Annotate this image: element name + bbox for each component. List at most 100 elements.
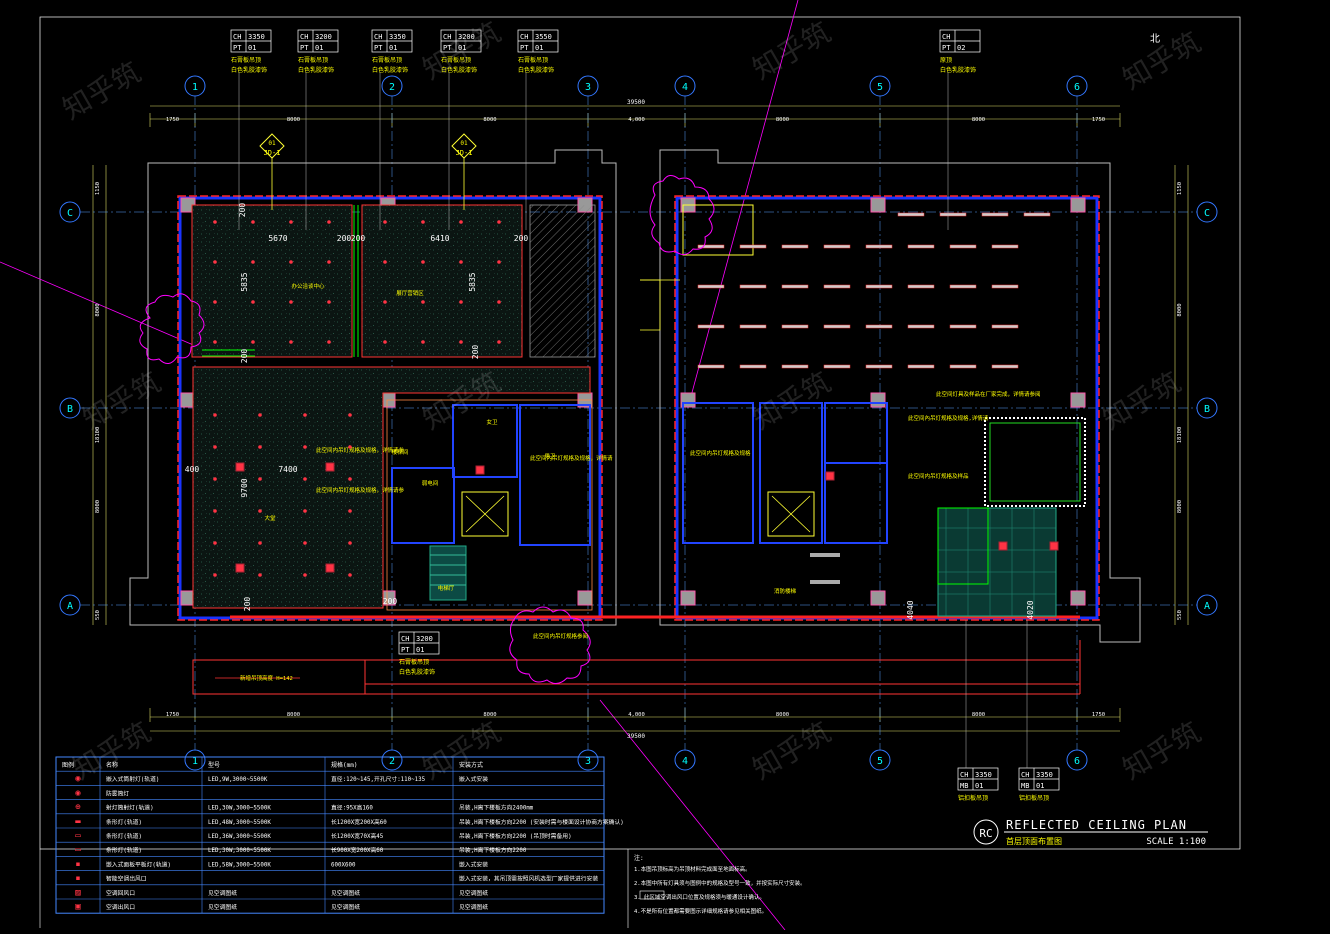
legend-header: 图例: [62, 761, 74, 769]
column: [870, 590, 886, 606]
legend-cell: 吊装,H离下楼板方向2400mm: [459, 804, 534, 812]
column: [870, 197, 886, 213]
drawing-scale: SCALE 1:100: [1146, 837, 1206, 847]
downlight: [213, 541, 217, 545]
material-tag-ch: CH: [960, 771, 968, 779]
linear-light: [949, 324, 977, 329]
panel-light: [325, 462, 335, 472]
linear-light: [907, 364, 935, 369]
downlight: [383, 300, 387, 304]
downlight: [303, 541, 307, 545]
linear-light: [865, 244, 893, 249]
downlight: [421, 260, 425, 264]
panel-light: [235, 563, 245, 573]
linear-light: [949, 284, 977, 289]
downlight: [213, 573, 217, 577]
legend-cell: 嵌入式安装: [459, 775, 488, 783]
legend-header: 型号: [208, 761, 220, 769]
downlight: [303, 573, 307, 577]
legend-cell: 智能空调出风口: [106, 875, 147, 883]
material-tag-pt: PT: [401, 646, 410, 654]
downlight: [348, 541, 352, 545]
material-tag-note: 白色乳胶漆饰: [298, 66, 334, 74]
downlight: [258, 445, 262, 449]
notes-header: 注:: [634, 854, 644, 862]
room-dimension: 200: [383, 597, 398, 606]
downlight: [348, 573, 352, 577]
room-label: 男卫: [544, 453, 556, 460]
linear-light: [697, 324, 725, 329]
material-tag-ch-value: 3200: [315, 33, 332, 41]
downlight: [289, 220, 293, 224]
grid-label: 6: [1074, 756, 1080, 767]
downlight: [348, 509, 352, 513]
grid-bubble-row: [1196, 397, 1218, 419]
material-tag-ch-value: 3350: [248, 33, 265, 41]
material-tag-note: 白色乳胶漆饰: [372, 66, 408, 74]
linear-light: [697, 364, 725, 369]
reference-line: [599, 699, 786, 931]
dimension-label: 1150: [95, 182, 101, 195]
material-tag-pt-value: 01: [975, 782, 983, 790]
legend-cell: 见空调图纸: [331, 889, 360, 897]
grid-label: 3: [585, 82, 591, 93]
grid-bubble-col: [1066, 749, 1088, 771]
downlight: [213, 509, 217, 513]
linear-light: [823, 284, 851, 289]
grid-bubble-col: [1066, 75, 1088, 97]
legend-cell: 吊装,H离下楼板方向2200 (吊顶时需备用): [459, 832, 572, 840]
legend-header: 规格(mm): [331, 761, 357, 769]
grid-bubble-col: [869, 75, 891, 97]
grid-label: 3: [585, 756, 591, 767]
legend-header: 安装方式: [459, 761, 483, 769]
linear-light: [739, 364, 767, 369]
downlight: [303, 477, 307, 481]
callout-text: 此空间灯具及样品在厂家完成，详情请参阅: [936, 390, 1041, 398]
downlight: [497, 300, 501, 304]
linear-light: [991, 364, 1019, 369]
legend-symbol: ▨: [75, 888, 81, 898]
dimension-label: 8000: [287, 117, 300, 123]
material-tag-ch: CH: [374, 33, 382, 41]
grid-bubble-col: [869, 749, 891, 771]
downlight: [497, 340, 501, 344]
legend-cell: 直径:95X高160: [331, 804, 373, 812]
legend-cell: 见空调图纸: [459, 889, 488, 897]
material-tag-pt: PT: [300, 44, 309, 52]
downlight: [213, 260, 217, 264]
linear-light: [739, 244, 767, 249]
column: [870, 392, 886, 408]
material-tag-pt: PT: [443, 44, 452, 52]
revision-clouds: [139, 175, 715, 684]
room-dimension: 5670: [268, 234, 287, 243]
downlight: [213, 477, 217, 481]
material-tag-ch: CH: [1021, 771, 1029, 779]
grid-bubble-col: [674, 749, 696, 771]
grid-bubble-col: [577, 749, 599, 771]
room-dimension: 9700: [240, 478, 249, 497]
callout-text: 此空间内吊灯规格及规格，详情请参: [316, 446, 405, 454]
reference-line: [689, 0, 799, 401]
title-badge-circle: [973, 819, 999, 845]
ceiling-zone-meeting: [191, 204, 353, 358]
room-dimension: 200: [240, 349, 249, 364]
grid-label: 2: [389, 756, 395, 767]
general-notes: 注:1.本图吊顶标高为吊顶材料完成面至地面标高。2.本图中所有灯具须与图例中的规…: [39, 849, 806, 928]
watermark: 知乎筑: [747, 715, 836, 786]
downlight: [251, 220, 255, 224]
legend-cell: 空调出风口: [106, 903, 135, 911]
material-tag-ch-value: _: [957, 33, 962, 41]
linear-light: [991, 284, 1019, 289]
legend-cell: LED,58W,3000~5500K: [208, 862, 271, 868]
downlight: [348, 445, 352, 449]
title-badge: RC: [979, 827, 992, 840]
material-tag-note: 白色乳胶漆饰: [441, 66, 477, 74]
legend-cell: 吊装,H离下楼板方向2200 (安装时需与楼面设计协商方案确认): [459, 818, 624, 826]
ceiling-zones: [191, 204, 596, 609]
material-tag-ch-value: 3200: [416, 635, 433, 643]
legend-cell: 空调回风口: [106, 889, 135, 897]
